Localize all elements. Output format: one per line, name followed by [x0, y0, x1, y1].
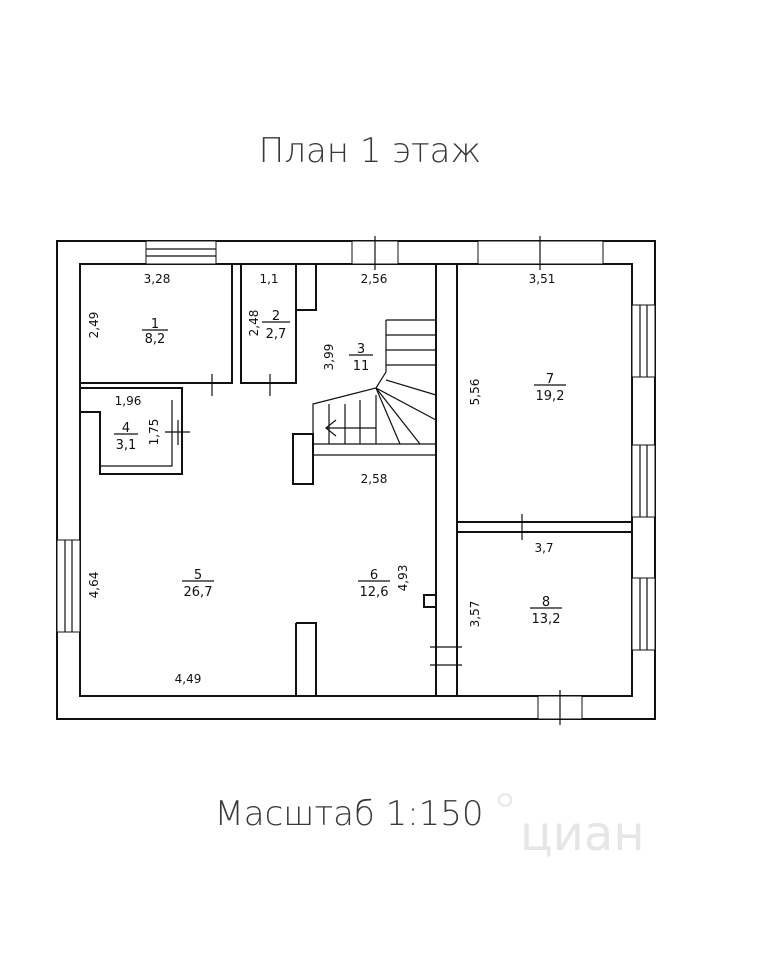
dim-room1-height: 2,49: [87, 312, 101, 339]
outer-wall-outer: [56, 240, 656, 720]
room-4-number: 4: [122, 421, 130, 436]
dim-room5-height: 4,64: [87, 572, 101, 599]
room-7-area: 19,2: [536, 389, 565, 404]
window-right-room7-b: [631, 444, 656, 518]
dim-room4-width: 1,96: [115, 394, 142, 408]
plan-title: План 1 этаж: [259, 131, 482, 171]
watermark-logo-icon: [498, 793, 512, 807]
dim-room6-height: 4,93: [396, 565, 410, 592]
dim-room3-height: 3,99: [322, 344, 336, 371]
room-6-area: 12,6: [360, 585, 389, 600]
scale-label: Масштаб 1:150: [214, 794, 483, 834]
window-top-room1: [145, 240, 217, 265]
room-4: 4 3,1: [114, 421, 138, 453]
dim-room3-width-bottom: 2,58: [361, 472, 388, 486]
room-8: 8 13,2: [530, 595, 562, 627]
room-1-number: 1: [151, 317, 159, 332]
outer-wall-inner: [79, 263, 633, 697]
room-3-number: 3: [357, 342, 365, 357]
dim-room1-width: 3,28: [144, 272, 171, 286]
watermark-text: циан: [520, 806, 645, 862]
room-8-area: 13,2: [532, 612, 561, 627]
dim-room7-width: 3,51: [529, 272, 556, 286]
room-2: 2 2,7: [262, 309, 290, 342]
room-4-area: 3,1: [116, 438, 137, 453]
room-5: 5 26,7: [182, 568, 214, 600]
window-right-room7-a: [631, 304, 656, 378]
dim-room7-height: 5,56: [468, 379, 482, 406]
dim-room8-height: 3,57: [468, 601, 482, 628]
room-1: 1 8,2: [142, 317, 168, 347]
dim-room8-width: 3,7: [534, 541, 553, 555]
window-right-room8: [631, 577, 656, 651]
room-7-number: 7: [546, 372, 554, 387]
dim-room5-width: 4,49: [175, 672, 202, 686]
window-left-room5: [56, 539, 81, 633]
watermark: циан: [498, 793, 645, 862]
dim-room3-width-top: 2,56: [361, 272, 388, 286]
dim-room4-height: 1,75: [147, 419, 161, 446]
dim-room2-height: 2,48: [247, 310, 261, 337]
room-2-number: 2: [272, 309, 280, 324]
room-8-number: 8: [542, 595, 550, 610]
room-3-area: 11: [353, 359, 370, 374]
room-3: 3 11: [349, 342, 373, 374]
room-2-area: 2,7: [266, 327, 287, 342]
dimensions: 3,28 2,49 1,1 2,48 2,56 3,99 2,58 1,96 1…: [87, 272, 555, 686]
room-6: 6 12,6: [358, 568, 390, 600]
room-7: 7 19,2: [534, 372, 566, 404]
dim-room2-width: 1,1: [259, 272, 278, 286]
room-6-number: 6: [370, 568, 378, 583]
room-1-area: 8,2: [145, 332, 166, 347]
windows: [56, 236, 656, 725]
interior-walls: [80, 264, 632, 696]
staircase: [312, 319, 437, 456]
room-5-number: 5: [194, 568, 202, 583]
room-5-area: 26,7: [184, 585, 213, 600]
